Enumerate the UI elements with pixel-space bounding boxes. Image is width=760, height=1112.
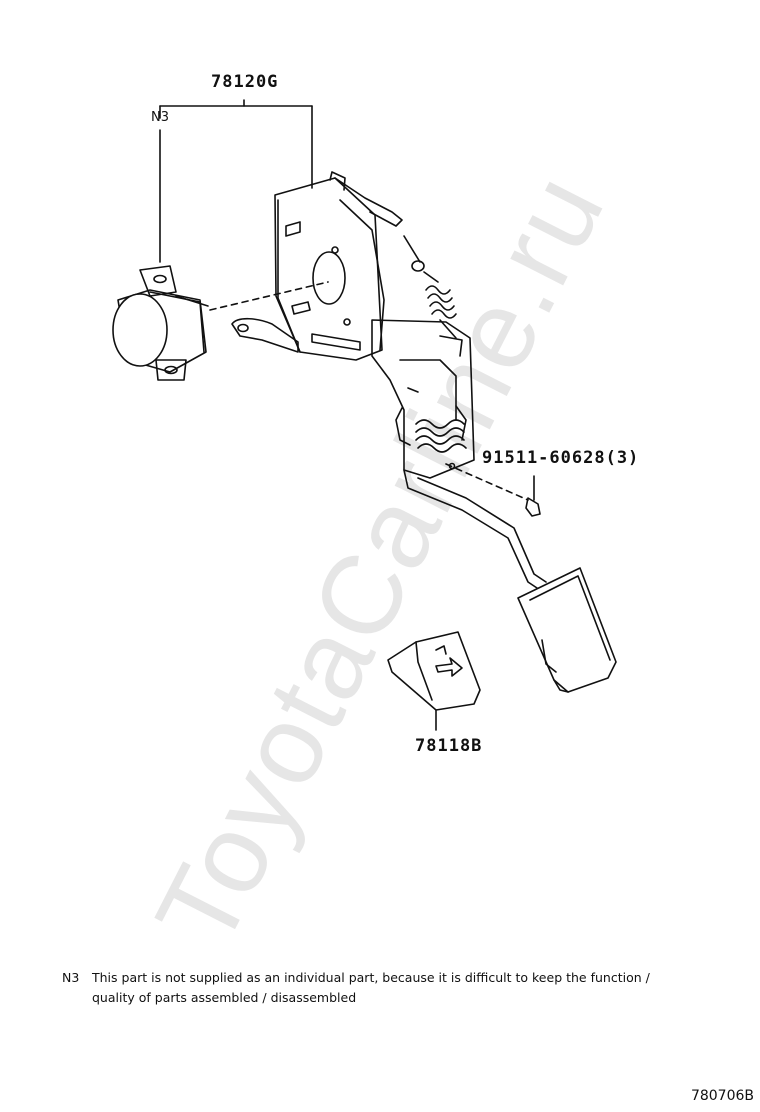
- leader-78120g: [159, 99, 313, 263]
- figure-number: 780706B: [690, 1088, 754, 1104]
- part-number-stopper: 78118B: [415, 736, 483, 756]
- footnote-text-1: This part is not supplied as an individu…: [92, 970, 650, 985]
- footnote-text-2: quality of parts assembled / disassemble…: [92, 990, 357, 1005]
- footnote-code: N3: [62, 970, 80, 985]
- pedal-pad: [517, 567, 617, 693]
- note-reference-label: N3: [151, 110, 169, 125]
- upper-spring: [403, 235, 457, 339]
- part-number-bolt: 91511-60628(3): [482, 448, 640, 468]
- sensor-alignment-line: [209, 281, 329, 311]
- torsion-spring: [415, 405, 467, 453]
- pedal-lever: [403, 469, 547, 591]
- bolt: [445, 462, 541, 517]
- pedal-arm-housing: [371, 319, 475, 479]
- mounting-bracket: [231, 171, 403, 361]
- sensor-unit: [112, 265, 209, 381]
- footnote: N3 This part is not supplied as an indivi…: [62, 968, 742, 1008]
- footnote-line-1: N3 This part is not supplied as an indivi…: [62, 968, 742, 988]
- part-number-pedal-assembly: 78120G: [211, 72, 279, 92]
- stopper-part: [387, 631, 481, 731]
